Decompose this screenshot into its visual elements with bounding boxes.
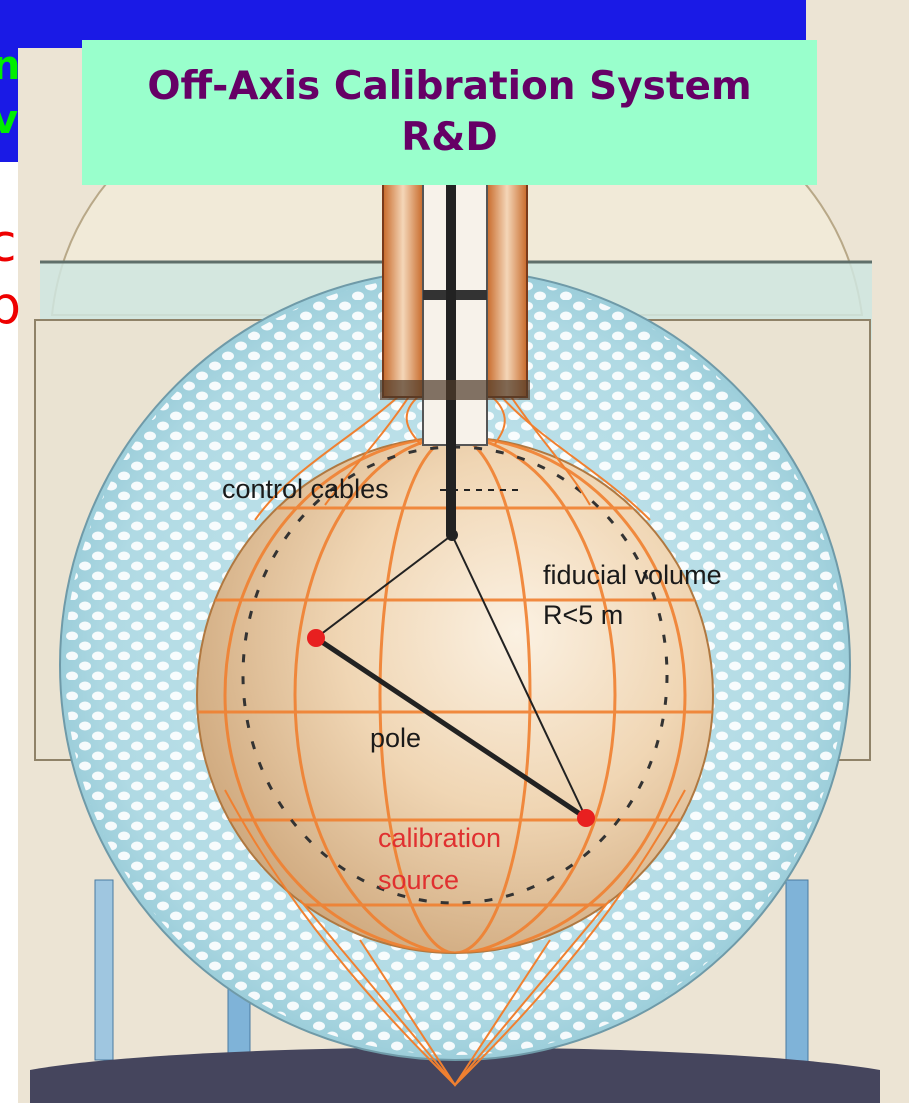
source-point-1 [307, 629, 325, 647]
cut-off-text-green-top: n [0, 46, 20, 86]
title-box: Off-Axis Calibration System R&D [82, 40, 817, 185]
control-cables-label: control cables [222, 474, 389, 505]
fiducial-volume-label: fiducial volume [543, 560, 722, 591]
pipe-base [380, 380, 530, 400]
cut-off-text-red-top: c [0, 218, 17, 270]
cut-off-text-red-bottom: p [0, 280, 21, 332]
rod-tip [446, 529, 458, 541]
source-point-2 [577, 809, 595, 827]
control-rod [446, 175, 456, 535]
cut-off-text-green-bottom: v [0, 100, 18, 140]
source-label: source [378, 865, 459, 896]
pole-label: pole [370, 723, 421, 754]
fiducial-radius-label: R<5 m [543, 600, 623, 631]
access-pipe-right [487, 175, 527, 397]
support-leg-right [786, 880, 808, 1080]
title-line-2: R&D [401, 113, 497, 164]
support-leg-mid [95, 880, 113, 1060]
calibration-label: calibration [378, 823, 501, 854]
access-pipe-left [383, 175, 423, 397]
title-line-1: Off-Axis Calibration System [147, 62, 751, 113]
